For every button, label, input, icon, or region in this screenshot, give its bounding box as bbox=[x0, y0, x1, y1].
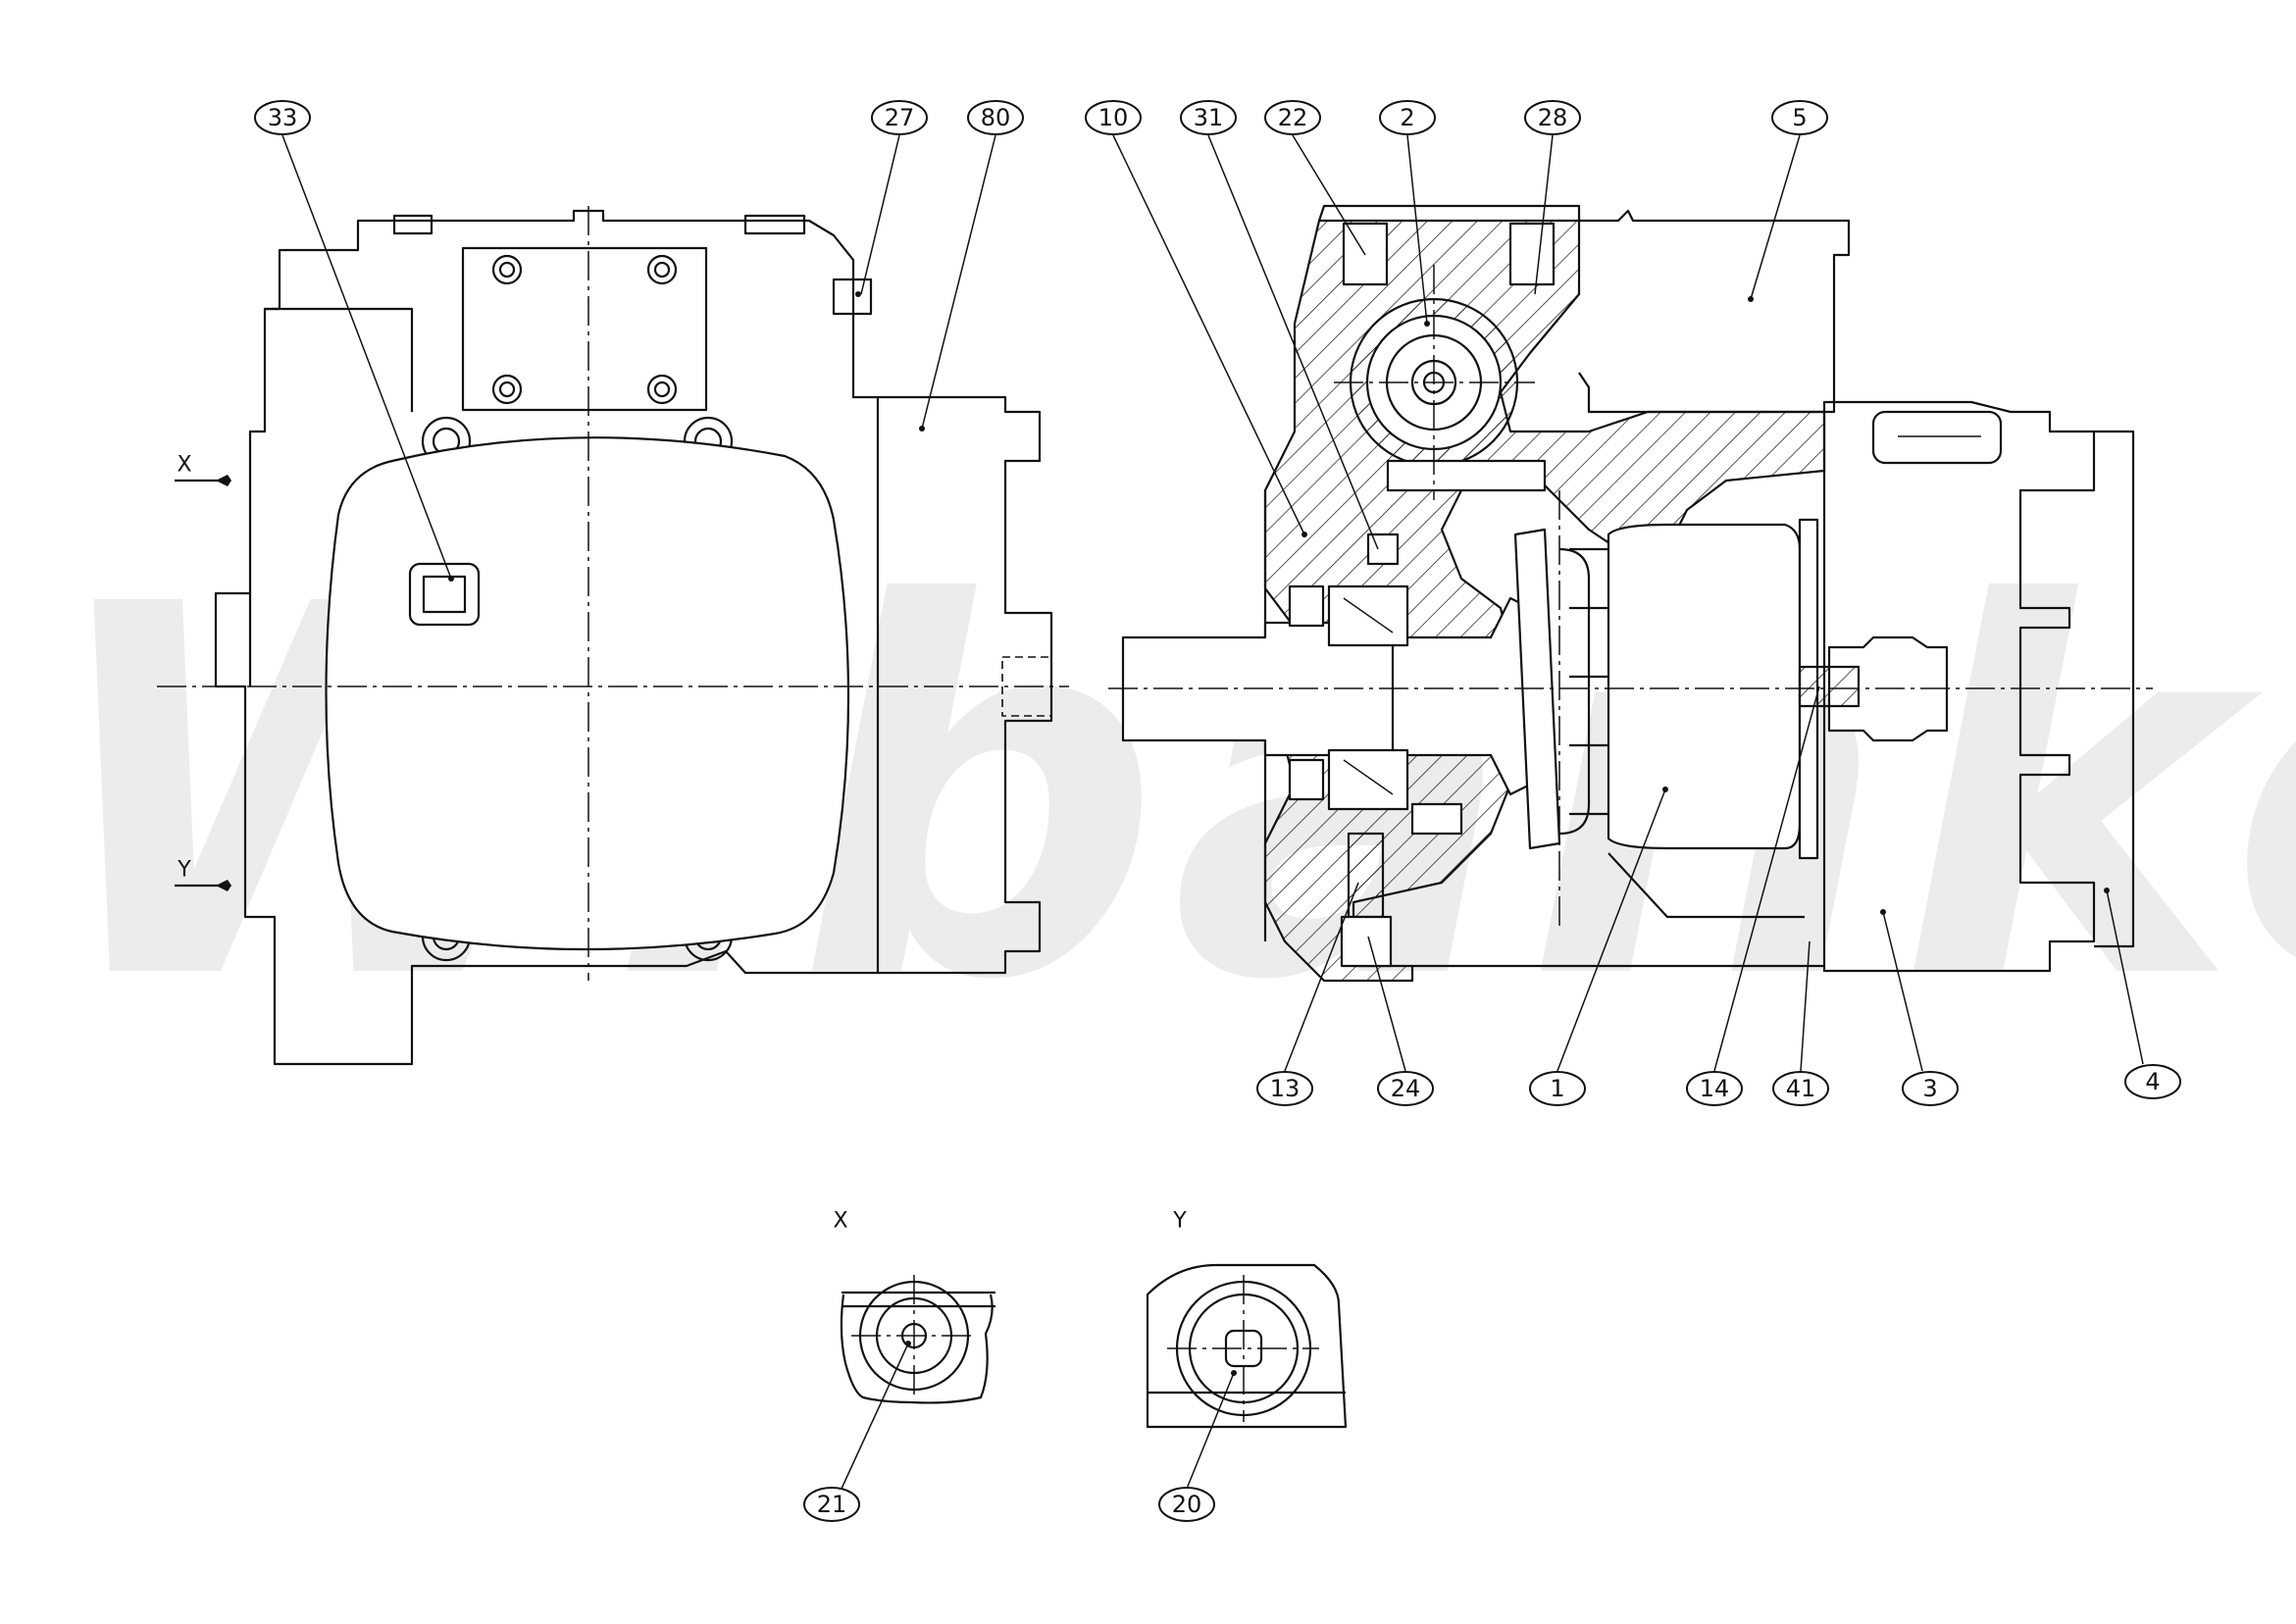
balloon-80: 80 bbox=[967, 100, 1024, 135]
detail-x: X bbox=[833, 1209, 995, 1404]
arrow-x: X bbox=[175, 453, 231, 486]
detail-x-break bbox=[840, 1294, 994, 1404]
side-view: X Y bbox=[157, 206, 1069, 1066]
bearing-top bbox=[1327, 584, 1409, 647]
top-boss-right bbox=[743, 214, 806, 235]
housing-top-right bbox=[1578, 209, 1851, 414]
arrow-y-label: Y bbox=[177, 858, 191, 883]
control-piston-top bbox=[1386, 459, 1547, 492]
pump-cover bbox=[325, 436, 850, 951]
balloon-10: 10 bbox=[1085, 100, 1142, 135]
svg-text:28: 28 bbox=[1538, 104, 1568, 131]
detail-y: Y bbox=[1146, 1209, 1348, 1429]
balloon-21: 21 bbox=[803, 1487, 860, 1522]
svg-text:4: 4 bbox=[2145, 1068, 2160, 1095]
balloon-13: 13 bbox=[1256, 1071, 1313, 1106]
svg-text:22: 22 bbox=[1278, 104, 1308, 131]
svg-text:10: 10 bbox=[1098, 104, 1129, 131]
shaft-seal-top bbox=[1288, 584, 1325, 628]
plug-33 bbox=[408, 562, 481, 627]
balloon-20: 20 bbox=[1158, 1487, 1215, 1522]
balloon-2: 2 bbox=[1379, 100, 1436, 135]
pin-31 bbox=[1366, 533, 1400, 566]
balloon-22: 22 bbox=[1264, 100, 1321, 135]
port-block-3 bbox=[1822, 400, 2096, 973]
leader-lines bbox=[281, 134, 2144, 1490]
svg-text:27: 27 bbox=[885, 104, 915, 131]
piston-shoes bbox=[1558, 547, 1591, 836]
housing-outline bbox=[214, 209, 880, 1066]
svg-text:31: 31 bbox=[1194, 104, 1224, 131]
cylinder-barrel bbox=[1607, 523, 1802, 850]
balloon-31: 31 bbox=[1180, 100, 1237, 135]
control-plate bbox=[461, 246, 708, 412]
control-piston-bottom bbox=[1410, 802, 1463, 836]
bearing-bottom bbox=[1327, 748, 1409, 811]
end-cover-4 bbox=[2094, 430, 2135, 948]
svg-text:20: 20 bbox=[1172, 1491, 1202, 1518]
svg-text:3: 3 bbox=[1922, 1075, 1937, 1102]
cavity-bottom bbox=[1607, 852, 1805, 919]
svg-text:21: 21 bbox=[817, 1491, 847, 1518]
fitting-27 bbox=[832, 278, 873, 316]
detail-y-label: Y bbox=[1172, 1209, 1187, 1234]
balloon-33: 33 bbox=[254, 100, 311, 135]
plate-bolts bbox=[491, 254, 678, 405]
plug-24 bbox=[1340, 915, 1393, 968]
svg-text:5: 5 bbox=[1792, 104, 1807, 131]
top-boss-left bbox=[392, 214, 434, 235]
balloon-28: 28 bbox=[1524, 100, 1581, 135]
section-view bbox=[1108, 204, 2153, 983]
top-port bbox=[1871, 410, 2003, 465]
pistons bbox=[1569, 547, 1608, 816]
balloon-14: 14 bbox=[1686, 1071, 1743, 1106]
svg-text:14: 14 bbox=[1700, 1075, 1730, 1102]
shaft-seal-bottom bbox=[1288, 758, 1325, 801]
svg-text:13: 13 bbox=[1270, 1075, 1301, 1102]
svg-text:2: 2 bbox=[1400, 104, 1414, 131]
left-step bbox=[265, 307, 414, 412]
balloon-24: 24 bbox=[1377, 1071, 1434, 1106]
balloon-3: 3 bbox=[1902, 1071, 1959, 1106]
screw-14 bbox=[1798, 665, 1861, 708]
balloon-4: 4 bbox=[2124, 1064, 2181, 1099]
detail-x-label: X bbox=[833, 1209, 847, 1234]
svg-text:80: 80 bbox=[981, 104, 1011, 131]
balloon-41: 41 bbox=[1772, 1071, 1829, 1106]
plug-33-inner bbox=[422, 575, 467, 614]
top-housing bbox=[1317, 204, 1581, 222]
balloon-5: 5 bbox=[1771, 100, 1828, 135]
balloon-27: 27 bbox=[871, 100, 928, 135]
bolt-28 bbox=[1508, 222, 1556, 286]
svg-text:24: 24 bbox=[1391, 1075, 1421, 1102]
svg-text:33: 33 bbox=[268, 104, 298, 131]
detail-y-body bbox=[1146, 1263, 1348, 1429]
arrow-x-label: X bbox=[177, 453, 191, 478]
svg-text:1: 1 bbox=[1550, 1075, 1564, 1102]
valve-13 bbox=[1347, 832, 1385, 919]
balloon-1: 1 bbox=[1529, 1071, 1586, 1106]
svg-text:41: 41 bbox=[1786, 1075, 1816, 1102]
arrow-y: Y bbox=[175, 858, 231, 891]
